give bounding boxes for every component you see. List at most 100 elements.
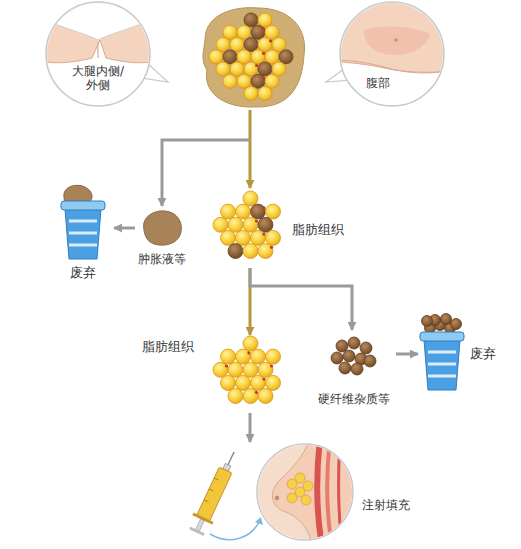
illustration-shape: [258, 244, 273, 259]
illustration-shape: [244, 13, 258, 27]
node-label: 腹部: [366, 76, 390, 90]
node-label: 硬纤维杂质等: [318, 392, 390, 406]
illustration-shape: [223, 74, 237, 88]
illustration-shape: [303, 481, 313, 491]
illustration-shape: [225, 364, 228, 367]
illustration-shape: [265, 74, 279, 88]
illustration-shape: [203, 8, 305, 107]
illustration-shape: [65, 209, 101, 259]
illustration-shape: [216, 38, 230, 52]
illustration-shape: [228, 389, 243, 404]
illustration-shape: [243, 336, 258, 351]
illustration-shape: [420, 332, 464, 341]
illustration-shape: [69, 244, 97, 247]
illustration-shape: [258, 217, 273, 232]
illustration-shape: [251, 74, 265, 88]
illustration-shape: [266, 204, 281, 219]
illustration-shape: [69, 232, 97, 235]
flow-arrow: [250, 268, 352, 330]
illustration-shape: [343, 350, 355, 362]
illustration-shape: [97, 42, 98, 58]
illustration-shape: [237, 25, 251, 39]
illustration-shape: [262, 206, 265, 209]
illustration-shape: [270, 364, 273, 367]
node-label: 脂肪组织: [142, 339, 194, 355]
node-label: 肿胀液等: [138, 252, 186, 266]
illustration-shape: [236, 349, 251, 364]
illustration-shape: [317, 440, 322, 546]
illustration-shape: [244, 62, 258, 76]
illustration-shape: [227, 452, 234, 467]
illustration-shape: [144, 211, 182, 245]
illustration-shape: [255, 440, 360, 546]
illustration-shape: [422, 316, 433, 327]
illustration-shape: [186, 447, 244, 537]
illustration-shape: [334, 0, 454, 73]
illustration-shape: [243, 191, 258, 206]
illustration-shape: [46, 0, 150, 63]
illustration-shape: [428, 375, 456, 378]
illustration-shape: [48, 0, 148, 40]
illustration-shape: [258, 389, 273, 404]
illustration-shape: [244, 87, 258, 101]
illustration-shape: [244, 38, 258, 52]
illustration-shape: [295, 473, 305, 483]
illustration-shape: [162, 140, 250, 206]
illustration-shape: [265, 25, 279, 39]
node-label: 注射填充: [362, 498, 410, 512]
illustration-shape: [262, 76, 265, 79]
illustration-shape: [301, 495, 311, 505]
illustration-shape: [339, 362, 351, 374]
hard-fiber-impurities: 硬纤维杂质等: [312, 330, 396, 418]
illustration-shape: [258, 38, 272, 52]
illustration-shape: [249, 110, 252, 188]
illustration-shape: [275, 496, 279, 500]
illustration-shape: [266, 230, 281, 245]
illustration-shape: [209, 50, 223, 64]
illustration-shape: [327, 440, 332, 546]
swelling-fluid: 肿胀液等: [135, 208, 191, 272]
illustration-shape: [348, 337, 360, 349]
illustration-shape: [221, 230, 236, 245]
illustration-shape: [270, 246, 273, 249]
illustration-shape: [247, 351, 250, 354]
illustration-shape: [351, 363, 363, 375]
thigh-bubble: 大腿内侧/外侧: [42, 0, 154, 110]
illustration-shape: [272, 440, 360, 546]
node-illustration: [334, 0, 450, 110]
illustration-shape: [243, 362, 258, 377]
illustration-shape: [114, 228, 418, 442]
illustration-shape: [236, 375, 251, 390]
illustration-shape: [221, 349, 236, 364]
illustration-shape: [230, 38, 244, 52]
illustration-shape: [428, 351, 456, 354]
flow-arrow: [396, 353, 418, 356]
injection-filling: 注射填充: [160, 442, 413, 544]
illustration-shape: [236, 204, 251, 219]
illustration-shape: [394, 38, 398, 42]
illustration-shape: [266, 375, 281, 390]
illustration-shape: [228, 244, 243, 259]
illustration-shape: [339, 440, 342, 546]
illustration-shape: [196, 467, 232, 522]
illustration-shape: [441, 314, 452, 325]
fat-tissue: 脂肪组织: [140, 335, 290, 413]
illustration-shape: [69, 220, 97, 223]
illustration-shape: [230, 62, 244, 76]
illustration-shape: [272, 62, 286, 76]
illustration-shape: [258, 362, 273, 377]
illustration-shape: [228, 362, 243, 377]
illustration-shape: [189, 527, 205, 536]
illustration-shape: [251, 349, 266, 364]
illustration-shape: [204, 478, 219, 502]
illustration-shape: [209, 13, 293, 101]
illustration-shape: [251, 375, 266, 390]
illustration-shape: [251, 25, 265, 39]
illustration-shape: [428, 363, 456, 366]
illustration-shape: [336, 340, 348, 352]
illustration-shape: [46, 0, 150, 63]
illustration-shape: [223, 25, 237, 39]
illustration-shape: [221, 375, 236, 390]
illustration-shape: [364, 355, 376, 367]
flow-arrow: [249, 413, 252, 442]
